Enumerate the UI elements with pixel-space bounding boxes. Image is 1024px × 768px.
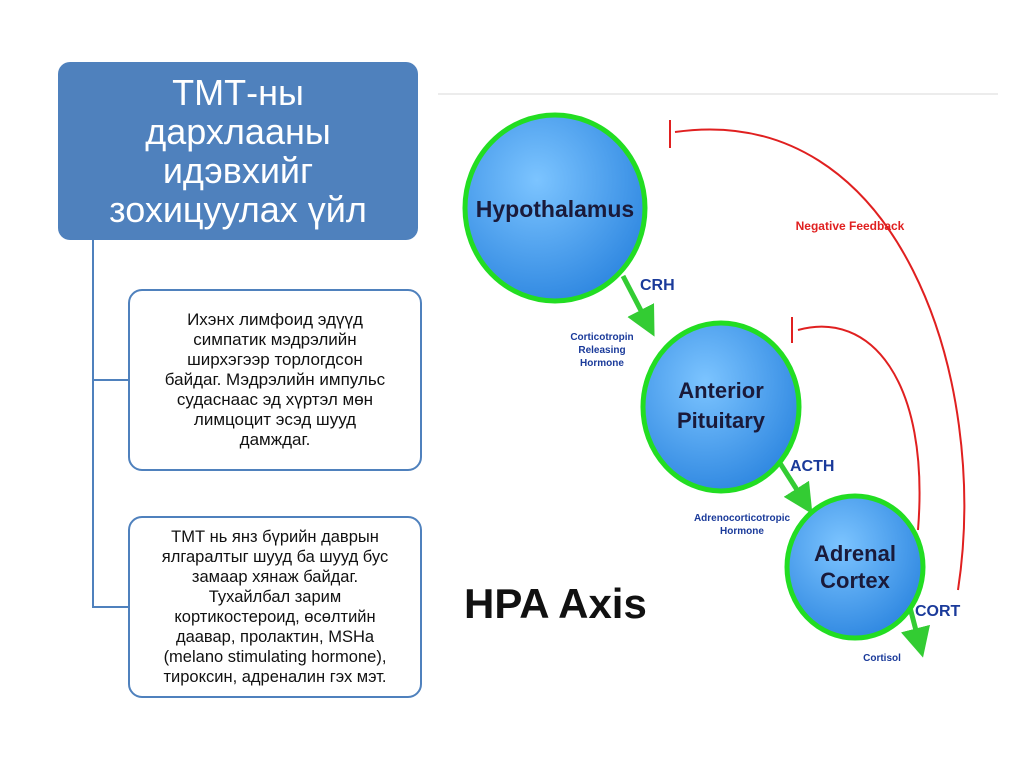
feedback-curve-inner xyxy=(797,325,921,531)
pituitary-label-line2: Pituitary xyxy=(677,408,766,433)
arrow-crh xyxy=(620,274,655,337)
crh-label: CRH xyxy=(640,277,675,294)
acth-label: ACTH xyxy=(790,458,834,475)
hpa-axis-diagram: Hypothalamus Anterior Pituitary Adrenal … xyxy=(430,80,1010,680)
arrow-acth xyxy=(775,458,813,515)
adrenal-circle xyxy=(784,493,926,641)
info-box-hormones: ТМТ нь янз бүрийн даврын ялгаралтыг шууд… xyxy=(128,516,422,698)
slide-title: ТМТ-ны дархлааны идэвхийг зохицуулах үйл xyxy=(58,62,418,240)
tree-connector-branch-2 xyxy=(92,606,130,608)
cort-label: CORT xyxy=(915,603,961,620)
cort-full-label: Cortisol xyxy=(863,653,901,664)
crh-full-line3: Hormone xyxy=(580,358,624,369)
negative-feedback-label: Negative Feedback xyxy=(796,219,905,233)
hpa-axis-title: HPA Axis xyxy=(464,580,647,627)
tree-connector-vertical xyxy=(92,240,94,608)
pituitary-label-line1: Anterior xyxy=(678,378,764,403)
hypothalamus-label: Hypothalamus xyxy=(476,196,634,222)
crh-full-line1: Corticotropin xyxy=(570,332,633,343)
feedback-curve-outer xyxy=(674,128,966,591)
tree-connector-branch-1 xyxy=(92,379,130,381)
info-box-lymphoid: Ихэнх лимфоид эдүүд симпатик мэдрэлийн ш… xyxy=(128,289,422,471)
adrenal-label-line2: Cortex xyxy=(820,568,890,593)
hypothalamus-circle xyxy=(462,112,648,304)
adrenal-label-line1: Adrenal xyxy=(814,541,896,566)
acth-full-line1: Adrenocorticotropic xyxy=(694,513,791,524)
hpa-diagram-svg: Hypothalamus Anterior Pituitary Adrenal … xyxy=(438,93,998,664)
crh-full-line2: Releasing xyxy=(578,345,625,356)
acth-full-line2: Hormone xyxy=(720,526,764,537)
pituitary-circle xyxy=(640,320,802,494)
